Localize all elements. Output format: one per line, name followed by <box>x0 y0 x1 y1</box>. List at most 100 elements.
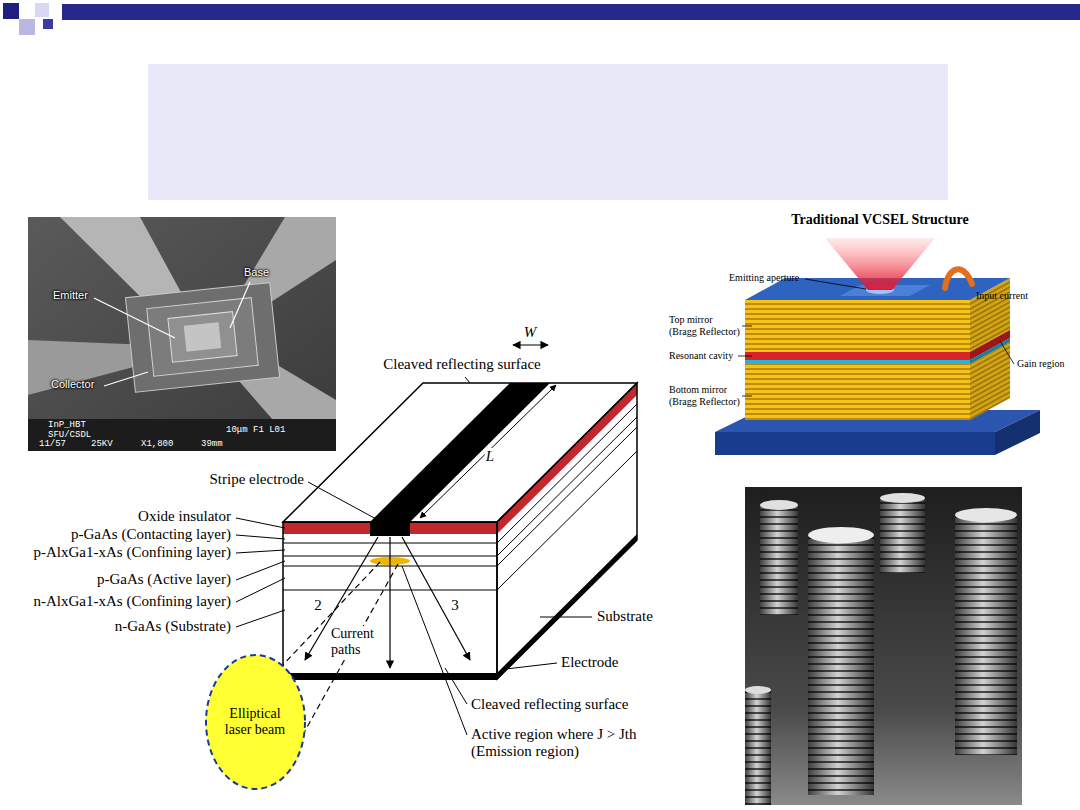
figure-part <box>738 356 752 357</box>
figure-part <box>745 686 771 694</box>
part-label: Active region where J > Jth (Emission re… <box>470 726 677 761</box>
layer-label: n-GaAs (Substrate) <box>114 618 232 635</box>
figure-part <box>147 298 259 377</box>
figure-part <box>742 326 752 327</box>
figure-title: Traditional VCSEL Structure <box>790 212 969 228</box>
title-box <box>148 64 948 200</box>
dimension-label: L <box>485 448 495 465</box>
figure-part <box>540 617 592 618</box>
figure-part <box>94 298 175 338</box>
figure-part <box>760 505 798 615</box>
figure-part <box>497 417 637 556</box>
micrograph-info: 11/57 <box>38 440 67 450</box>
figure-part <box>3 3 19 19</box>
figure-part <box>104 372 148 386</box>
part-label: Cleaved reflecting surface <box>382 356 541 373</box>
figure-part <box>497 383 637 679</box>
part-label: Current paths <box>330 626 384 658</box>
figure-part <box>880 498 925 573</box>
callout-number: 2 <box>313 597 323 614</box>
part-label: Substrate <box>596 608 654 625</box>
part-label: Bottom mirror (Bragg Reflector) <box>668 384 743 407</box>
figure-part <box>745 360 970 364</box>
part-label: Emitting aperture <box>728 272 800 284</box>
layer-label: Oxide insulator <box>137 508 232 525</box>
dimension-label: W <box>523 324 538 341</box>
figure-part <box>497 404 637 543</box>
figure-part <box>420 385 556 518</box>
figure-part <box>745 487 1022 805</box>
figure-part <box>745 690 771 805</box>
figure-part <box>283 404 637 590</box>
figure-part <box>497 451 637 590</box>
figure-part <box>308 482 378 520</box>
figure-part <box>402 537 470 660</box>
figure-part <box>370 383 550 522</box>
figure-part <box>19 19 35 35</box>
figure-part <box>995 410 1040 455</box>
beam-ellipse: Elliptical laser beam <box>205 654 306 790</box>
figure-part <box>236 518 285 528</box>
part-label: Gain region <box>1016 358 1066 370</box>
figure-part <box>880 493 925 503</box>
figure-part <box>62 4 1080 20</box>
figure-part <box>880 498 925 573</box>
figure-part <box>738 279 1014 396</box>
part-label: Stripe electrode <box>208 471 305 488</box>
figure-part <box>745 686 771 805</box>
figure-part <box>28 217 336 451</box>
node-text: Elliptical laser beam <box>222 706 288 738</box>
part-label: Cleaved reflecting surface <box>470 696 629 713</box>
figure-part <box>745 300 970 352</box>
figure-part <box>880 493 925 573</box>
figure-part <box>402 566 467 735</box>
figure-part <box>808 535 874 795</box>
micrograph-info: 25KV <box>90 440 114 450</box>
figure-part <box>236 535 285 539</box>
figure-part <box>805 279 866 289</box>
figure-part <box>283 383 637 522</box>
part-label: Electrode <box>560 654 619 671</box>
layer-label: p-GaAs (Active layer) <box>96 571 232 588</box>
figure-part <box>236 578 285 602</box>
figure-part <box>305 537 470 668</box>
figure-part <box>955 515 1017 755</box>
micrograph-info: 39mm <box>200 440 224 450</box>
figure-part <box>808 527 874 543</box>
beam-ellipse-shape <box>206 655 305 789</box>
figure-part <box>236 550 285 553</box>
figure-part <box>283 522 497 679</box>
part-label: Emitter <box>52 289 89 302</box>
figure-part <box>945 269 972 288</box>
figure-part <box>506 663 557 669</box>
figure-part <box>236 610 285 627</box>
header-bar <box>3 3 1080 35</box>
figure-part <box>742 396 752 397</box>
figure-part <box>955 508 1017 755</box>
figure-part <box>808 527 874 795</box>
part-label: Collector <box>50 378 95 391</box>
figure-part <box>715 432 995 455</box>
vcsel-micrograph <box>745 487 1022 805</box>
figure-part <box>745 690 771 805</box>
figure-part <box>513 344 548 345</box>
part-label: Input current <box>975 290 1029 302</box>
figure-part <box>230 282 250 328</box>
figure-part <box>35 3 49 17</box>
hbt-micrograph <box>28 217 336 451</box>
figure-part <box>955 515 1017 755</box>
layer-label: n-AlxGa1-xAs (Confining layer) <box>33 593 232 610</box>
part-label: Top mirror (Bragg Reflector) <box>668 314 743 337</box>
figure-part <box>760 500 798 615</box>
figure-part <box>497 383 637 679</box>
figure-part <box>28 419 336 451</box>
figure-part <box>283 383 637 679</box>
callout-number: 3 <box>450 597 460 614</box>
vcsel-diagram <box>715 238 1040 455</box>
figure-part <box>745 364 970 420</box>
micrograph-info: InP_HBT <box>47 421 87 431</box>
